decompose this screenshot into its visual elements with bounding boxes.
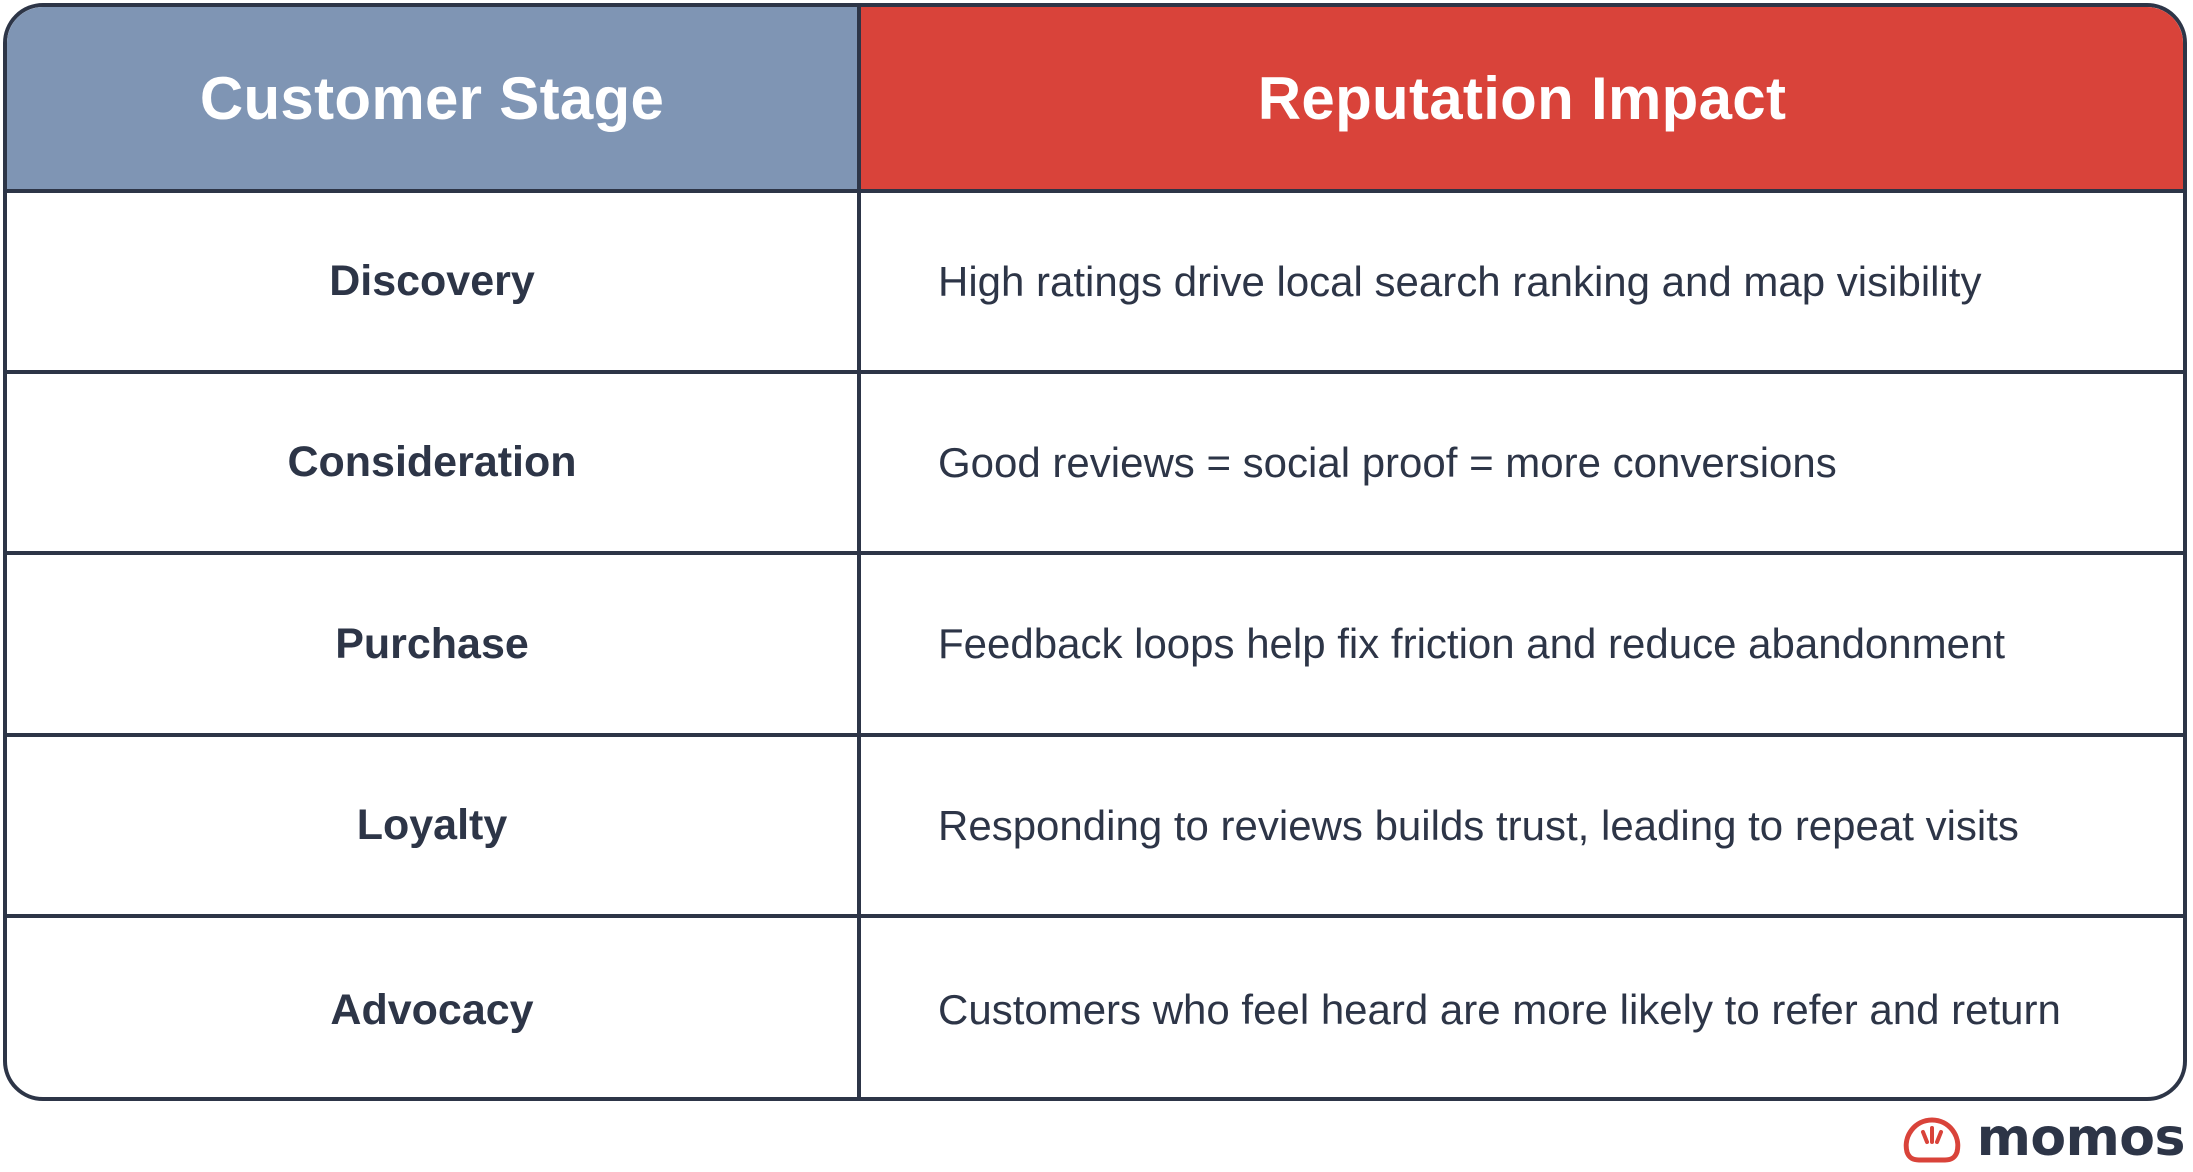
header-customer-stage: Customer Stage: [7, 7, 861, 193]
stage-cell: Purchase: [7, 555, 861, 737]
stage-cell: Loyalty: [7, 737, 861, 918]
impact-cell: Responding to reviews builds trust, lead…: [861, 737, 2183, 918]
impact-text: Feedback loops help fix friction and red…: [938, 620, 2006, 667]
stage-cell: Advocacy: [7, 918, 861, 1097]
impact-cell: Feedback loops help fix friction and red…: [861, 555, 2183, 737]
stage-cell: Consideration: [7, 374, 861, 555]
impact-cell: Good reviews = social proof = more conve…: [861, 374, 2183, 555]
impact-text: Good reviews = social proof = more conve…: [938, 438, 1837, 486]
impact-text: Responding to reviews builds trust, lead…: [938, 801, 2019, 849]
impact-cell: Customers who feel heard are more likely…: [861, 918, 2183, 1097]
table-grid: Customer Stage Reputation Impact Discove…: [7, 7, 2183, 1097]
brand-name: momos: [1976, 1108, 2186, 1168]
momos-logo-icon: [1903, 1117, 1960, 1163]
reputation-table: Customer Stage Reputation Impact Discove…: [3, 3, 2187, 1101]
brand-logo: momos: [1901, 1108, 2186, 1168]
impact-cell: High ratings drive local search ranking …: [861, 193, 2183, 374]
stage-cell: Discovery: [7, 193, 861, 374]
impact-text: High ratings drive local search ranking …: [938, 257, 1982, 305]
impact-text: Customers who feel heard are more likely…: [938, 986, 2061, 1033]
header-reputation-impact: Reputation Impact: [861, 7, 2183, 193]
